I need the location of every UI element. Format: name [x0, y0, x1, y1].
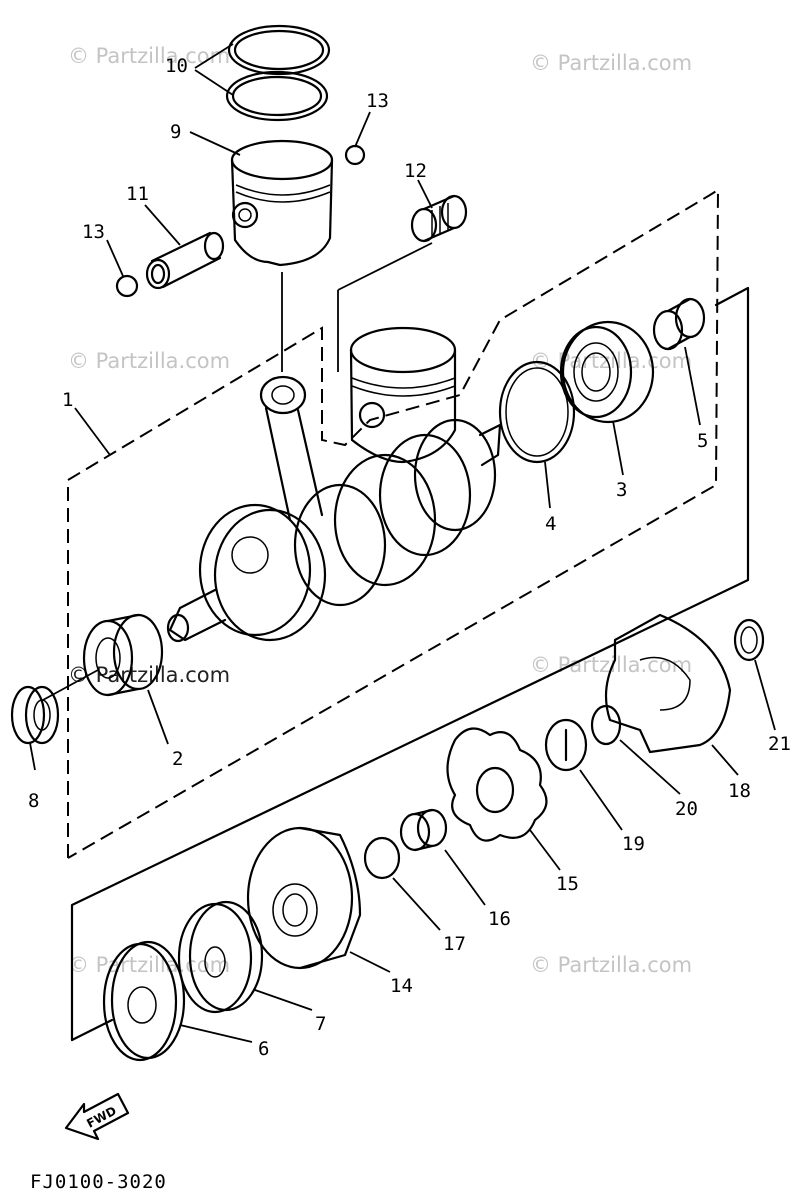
watermark: © Partzilla.com [68, 44, 230, 68]
callout-2: 2 [172, 748, 183, 770]
callout-12: 12 [404, 160, 427, 182]
callout-6: 6 [258, 1038, 269, 1060]
callout-3: 3 [616, 479, 627, 501]
leader-lines [29, 43, 776, 1043]
flywheel-hub [246, 826, 362, 970]
callout-13: 13 [366, 90, 389, 112]
washer [733, 618, 765, 662]
callout-5: 5 [697, 430, 708, 452]
callout-19: 19 [622, 833, 645, 855]
piston-on-crank [349, 326, 457, 464]
callout-21: 21 [768, 733, 791, 755]
callouts: 10 9 13 11 13 12 1 4 3 5 2 8 21 18 20 19… [28, 55, 791, 1060]
watermark: © Partzilla.com [68, 663, 230, 687]
circlip-icon [344, 144, 366, 166]
ring [363, 836, 401, 880]
coupling [604, 613, 732, 754]
o-ring [590, 704, 622, 746]
collar [652, 297, 706, 351]
bearing [559, 320, 655, 424]
needle-bearing [410, 194, 468, 243]
circlip-icon [115, 274, 139, 298]
callout-9: 9 [170, 121, 181, 143]
watermark: © Partzilla.com [530, 953, 692, 977]
watermark: © Partzilla.com [530, 51, 692, 75]
oil-seal [10, 685, 60, 745]
watermark: © Partzilla.com [530, 349, 692, 373]
plate [177, 900, 264, 1014]
callout-16: 16 [488, 908, 511, 930]
piston-top [230, 139, 334, 267]
callout-15: 15 [556, 873, 579, 895]
spring [399, 808, 448, 852]
callout-4: 4 [545, 513, 556, 535]
callout-13: 13 [82, 221, 105, 243]
watermark: © Partzilla.com [68, 349, 230, 373]
retaining-ring [498, 360, 576, 464]
callout-11: 11 [126, 183, 149, 205]
washer-plate [102, 940, 186, 1062]
bearing-left [82, 613, 164, 697]
callout-17: 17 [443, 933, 466, 955]
diagram-code: FJ0100-3020 [30, 1171, 167, 1193]
fwd-arrow-icon: FWD [64, 1092, 130, 1141]
assembly-outline-crankshaft [67, 188, 720, 859]
callout-7: 7 [315, 1013, 326, 1035]
cap [544, 718, 588, 772]
watermarks: © Partzilla.com © Partzilla.com © Partzi… [68, 44, 692, 977]
callout-1: 1 [62, 389, 73, 411]
callout-20: 20 [675, 798, 698, 820]
callout-18: 18 [728, 780, 751, 802]
watermark: © Partzilla.com [68, 953, 230, 977]
callout-10: 10 [165, 55, 188, 77]
piston-pin [145, 231, 225, 290]
callout-8: 8 [28, 790, 39, 812]
assembly-outline-lower [70, 286, 750, 1042]
crankshaft [166, 418, 502, 643]
piston-rings [225, 24, 331, 122]
connecting-rod [259, 375, 324, 522]
damper [446, 727, 548, 842]
callout-14: 14 [390, 975, 413, 997]
